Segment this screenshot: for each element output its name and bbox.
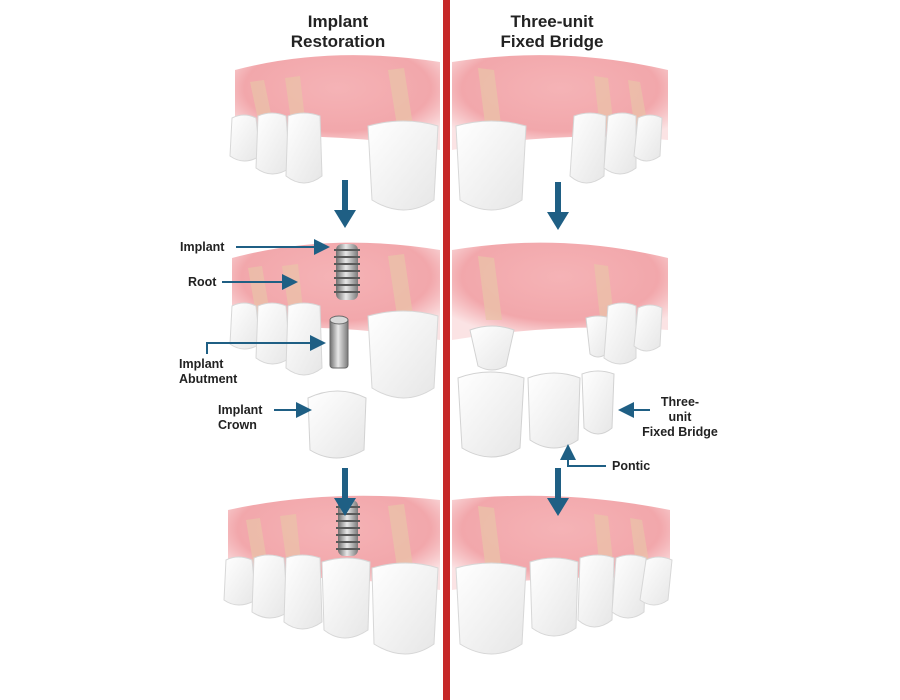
prepared-tooth xyxy=(469,325,515,371)
implant-label: Implant xyxy=(180,240,225,254)
root xyxy=(388,254,414,322)
root xyxy=(594,264,614,318)
tooth xyxy=(633,304,663,352)
pointer-arrow-icon xyxy=(560,444,606,467)
tooth xyxy=(455,120,527,211)
tooth xyxy=(251,554,289,619)
implant-crown-label: Implant Crown xyxy=(218,403,263,432)
tooth xyxy=(223,556,257,606)
implant-abutment xyxy=(329,315,349,369)
pontic-installed xyxy=(529,557,579,637)
tooth xyxy=(229,114,261,162)
tooth xyxy=(285,302,323,376)
tooth xyxy=(569,112,607,184)
left-jaw-before xyxy=(229,55,440,211)
tooth xyxy=(577,554,615,628)
implant-screw xyxy=(334,244,360,300)
implant-crown xyxy=(307,390,367,459)
right-jaw-before xyxy=(452,55,668,211)
implant-restoration-title: Implant Restoration xyxy=(290,12,386,51)
tooth xyxy=(603,112,637,175)
center-divider xyxy=(443,0,450,700)
right-jaw-after xyxy=(452,495,673,655)
implant-crown-installed xyxy=(321,557,371,639)
root xyxy=(388,68,414,132)
tooth xyxy=(603,302,637,365)
down-arrow-icon xyxy=(334,180,356,228)
left-jaw-implant xyxy=(229,242,440,459)
tooth xyxy=(255,302,291,365)
tooth xyxy=(367,120,439,211)
down-arrow-icon xyxy=(547,182,569,230)
tooth xyxy=(283,554,323,630)
fixed-bridge-label: Three- unit Fixed Bridge xyxy=(642,395,718,439)
tooth xyxy=(639,556,673,606)
tooth xyxy=(285,112,323,184)
tooth xyxy=(371,562,439,655)
root xyxy=(478,68,502,132)
root xyxy=(478,256,502,320)
left-jaw-after xyxy=(223,495,440,655)
down-arrow-icon xyxy=(334,468,356,516)
pontic-label: Pontic xyxy=(612,459,651,473)
implant-abutment-label: Implant Abutment xyxy=(179,357,238,386)
tooth xyxy=(633,114,663,162)
fixed-bridge xyxy=(457,370,615,458)
root xyxy=(388,504,414,574)
pontic xyxy=(527,372,581,449)
right-jaw-prepared xyxy=(452,242,668,458)
root xyxy=(478,506,502,572)
down-arrow-icon xyxy=(547,468,569,516)
fixed-bridge-title: Three-unit Fixed Bridge xyxy=(500,12,604,51)
tooth xyxy=(255,112,291,175)
tooth xyxy=(367,310,439,399)
pointer-arrow-icon xyxy=(206,335,326,354)
tooth xyxy=(455,562,527,655)
root-label: Root xyxy=(188,275,217,289)
tooth xyxy=(611,554,647,619)
